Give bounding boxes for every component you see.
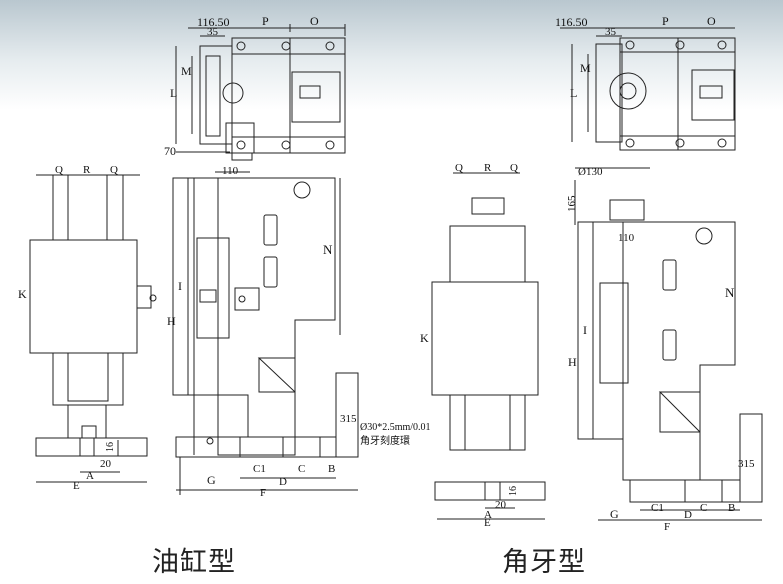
- dim-H: H: [167, 314, 176, 328]
- left-top-view: 116.50 35 P O M L 70: [164, 14, 346, 161]
- dim-D: D: [279, 476, 287, 488]
- handwheel: [609, 72, 647, 110]
- bolt-hole: [236, 41, 246, 51]
- dim-K: K: [18, 287, 27, 301]
- dim-O-r: O: [707, 14, 716, 28]
- bolt-hole: [325, 140, 335, 150]
- dim-B-r: B: [728, 502, 735, 514]
- dim-L: L: [170, 86, 177, 100]
- left-side-view: 110 I H N 315 G C1 C B D F: [167, 165, 359, 499]
- slide-block-r: [431, 281, 539, 396]
- dim-C1-r: C1: [651, 502, 664, 514]
- dim-Q2: Q: [110, 164, 118, 176]
- dim-H-r: H: [568, 355, 577, 369]
- dim-116-50: 116.50: [197, 15, 230, 29]
- column-body-r: [622, 221, 736, 481]
- dim-16-r: 16: [508, 486, 519, 496]
- bolt-hole: [236, 140, 246, 150]
- dim-C-r: C: [700, 502, 707, 514]
- right-side-view: Ø130 165 110 I H N 315 G C1 C B D F: [566, 166, 763, 533]
- caption-screw: 角牙型: [502, 547, 586, 578]
- dim-E: E: [73, 480, 80, 492]
- dim-35: 35: [207, 26, 219, 38]
- dim-D-r: D: [684, 509, 692, 521]
- dim-R: R: [83, 164, 91, 176]
- top-plate-outline: [231, 37, 346, 154]
- dim-35-r: 35: [605, 26, 617, 38]
- dim-G: G: [207, 473, 216, 487]
- dim-Q-r: Q: [455, 162, 463, 174]
- column-body: [217, 177, 336, 456]
- dim-130: Ø130: [578, 166, 603, 178]
- dim-Q: Q: [55, 164, 63, 176]
- dim-C1: C1: [253, 463, 266, 475]
- right-top-view: 116.50 35 P O M L: [555, 14, 736, 151]
- dim-G-r: G: [610, 507, 619, 521]
- dim-A: A: [86, 470, 94, 482]
- dim-F: F: [260, 487, 266, 499]
- dim-I-r: I: [583, 323, 587, 337]
- bolt-hole: [281, 140, 291, 150]
- dim-C: C: [298, 463, 305, 475]
- dim-P: P: [262, 14, 269, 28]
- dim-16: 16: [105, 442, 116, 452]
- dim-20: 20: [100, 458, 112, 470]
- left-front-view: Q R Q K 20 16 A E: [18, 164, 157, 492]
- dim-E-r: E: [484, 517, 491, 529]
- dim-116-50-r: 116.50: [555, 15, 588, 29]
- dim-I: I: [178, 279, 182, 293]
- dim-315-r: 315: [738, 458, 755, 470]
- dim-110: 110: [222, 165, 239, 177]
- dim-110-r: 110: [618, 232, 635, 244]
- base-plate: [35, 437, 148, 457]
- dim-N-r: N: [725, 285, 735, 300]
- dim-M-r: M: [580, 61, 591, 75]
- dim-Q2-r: Q: [510, 162, 518, 174]
- dim-N: N: [323, 242, 333, 257]
- scale-ring-spec: Ø30*2.5mm/0.01: [360, 422, 431, 433]
- dim-165: 165: [566, 195, 578, 212]
- dim-M: M: [181, 64, 192, 78]
- lift-hole: [293, 181, 311, 199]
- dim-B: B: [328, 463, 335, 475]
- dim-70: 70: [164, 144, 176, 158]
- dim-O: O: [310, 14, 319, 28]
- header-gradient: [0, 0, 783, 110]
- dim-F-r: F: [664, 521, 670, 533]
- slide-block: [29, 239, 138, 354]
- bolt-hole: [325, 41, 335, 51]
- cylinder-circle: [222, 82, 244, 104]
- dim-K-r: K: [420, 331, 429, 345]
- column-base: [175, 436, 337, 458]
- dim-A-r: A: [484, 509, 492, 521]
- dim-L-r: L: [570, 86, 577, 100]
- dim-R-r: R: [484, 162, 492, 174]
- dim-20-r: 20: [495, 499, 507, 511]
- caption-hydraulic: 油缸型: [152, 547, 236, 578]
- right-front-view: Q R Q K 20 16 A E: [420, 162, 546, 529]
- dim-315: 315: [340, 413, 357, 425]
- dim-P-r: P: [662, 14, 669, 28]
- bolt-hole: [281, 41, 291, 51]
- scale-ring-name: 角牙刻度環: [360, 434, 410, 447]
